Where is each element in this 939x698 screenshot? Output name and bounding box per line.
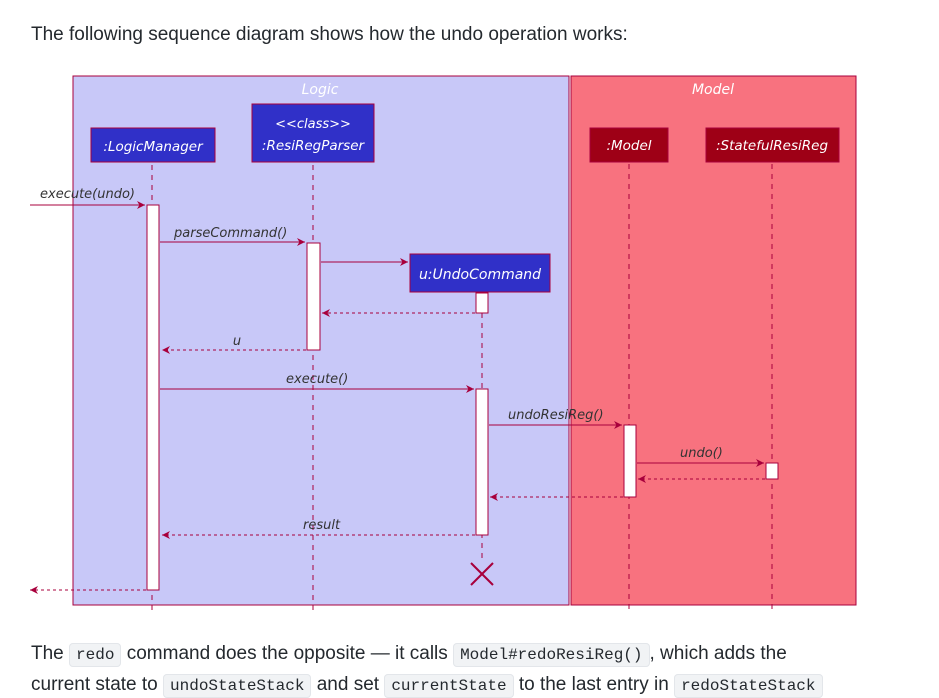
participant-model xyxy=(589,127,669,163)
participant-stateful xyxy=(705,127,840,163)
activation-undo-command-1 xyxy=(475,292,489,314)
msg-undo-resi-reg-label: undoResiReg() xyxy=(508,408,604,423)
outro-cut-text-2: and set xyxy=(316,674,380,695)
intro-text: The following sequence diagram shows how… xyxy=(31,24,628,45)
outro-text-3: , which adds the xyxy=(649,643,787,664)
msg-parse-command-label: parseCommand() xyxy=(173,226,287,241)
sequence-diagram: Logic Model :LogicManager <<class>> :Res… xyxy=(30,75,857,612)
outro-text-2: command does the opposite — it calls xyxy=(126,643,448,664)
outro-text-1: The xyxy=(31,643,64,664)
model-group-label: Model xyxy=(692,82,734,98)
outro-paragraph-cut: current state to undoStateStack and set … xyxy=(31,674,823,698)
participant-stateful-label: :StatefulResiReg xyxy=(716,138,828,154)
model-group xyxy=(570,75,857,606)
participant-model-label: :Model xyxy=(606,138,651,154)
participant-logic-manager xyxy=(90,127,216,163)
outro-cut-code-2: currentState xyxy=(384,674,514,698)
outro-cut-text-1: current state to xyxy=(31,674,158,695)
activation-logic-manager xyxy=(146,204,160,591)
activation-parser xyxy=(306,242,321,351)
participant-parser-label: :ResiRegParser xyxy=(262,138,366,154)
redo-code: redo xyxy=(69,643,122,667)
destroy-icon xyxy=(470,562,494,586)
activation-stateful xyxy=(765,462,779,480)
activation-model xyxy=(623,424,637,498)
return-result-label: result xyxy=(303,518,341,533)
participant-parser xyxy=(251,103,375,163)
logic-group-label: Logic xyxy=(302,82,339,98)
participant-parser-stereotype: <<class>> xyxy=(275,117,351,132)
outro-cut-code-3: redoStateStack xyxy=(674,674,823,698)
participant-undo-command xyxy=(409,253,551,293)
activation-undo-command-2 xyxy=(475,388,489,536)
redo-resi-reg-code: Model#redoResiReg() xyxy=(453,643,650,667)
participant-undo-command-label: u:UndoCommand xyxy=(419,267,541,283)
outro-cut-text-3: to the last entry in xyxy=(518,674,669,695)
return-u-label: u xyxy=(233,334,241,349)
msg-execute-undo-label: execute(undo) xyxy=(40,187,135,202)
msg-execute-label: execute() xyxy=(286,372,348,387)
outro-cut-code-1: undoStateStack xyxy=(163,674,312,698)
participant-logic-manager-label: :LogicManager xyxy=(103,139,204,155)
msg-undo-label: undo() xyxy=(680,446,723,461)
outro-paragraph: The redo command does the opposite — it … xyxy=(31,643,787,667)
